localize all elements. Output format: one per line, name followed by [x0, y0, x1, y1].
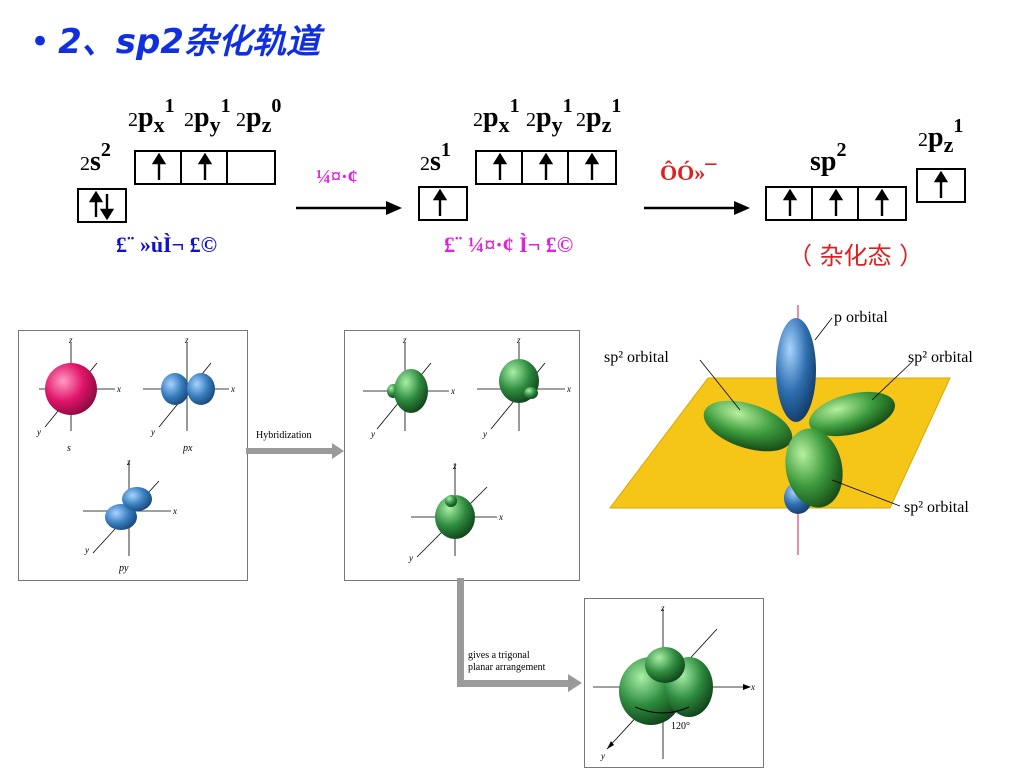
page-title: •2、sp2杂化轨道 [30, 14, 320, 63]
sp2-orbital-label-right: sp² orbital [908, 349, 973, 366]
axis-label: x [116, 384, 121, 394]
ground-state-label: £¨ »ùÌ¬ £© [116, 232, 218, 257]
excited-s-box [418, 186, 468, 221]
svg-text:y: y [482, 429, 487, 439]
ground-py-notation: 2py1 [184, 95, 231, 137]
angle-label: 120° [671, 721, 690, 732]
py-orbital-label: py [118, 563, 129, 574]
svg-text:x: x [566, 384, 571, 394]
excitation-arrow [296, 201, 402, 215]
ground-s-box [77, 188, 127, 223]
hybridization-gray-arrow [246, 443, 344, 459]
orbital-cell [79, 190, 125, 221]
orbital-cell [813, 188, 859, 219]
excited-px-notation: 2px1 [473, 95, 520, 137]
orbital-cell [182, 152, 228, 183]
sp2-orbital-label-bottom: sp² orbital [904, 499, 969, 516]
excited-pz-notation: 2pz1 [576, 95, 622, 137]
s-orbital: z x y s [36, 335, 121, 454]
svg-text:z: z [452, 461, 457, 471]
s-orbital-label: s [67, 443, 71, 454]
hybrid-orbitals-panel: z x y z x y z x y [344, 330, 580, 581]
title-bullet: • [30, 22, 51, 62]
arrow2-label: ÔÓ»¯ [660, 160, 717, 185]
sp2-lobe-left [703, 400, 793, 452]
axis-label: y [36, 427, 41, 437]
hybrid-orbitals-figure: z x y z x y z x y [363, 335, 571, 563]
svg-text:y: y [150, 427, 155, 437]
svg-text:y: y [600, 751, 605, 761]
orbital-cell [228, 152, 274, 183]
sp2-hybrid-2: z x y [477, 335, 571, 439]
ground-s-notation: 2s2 [80, 139, 111, 177]
svg-text:y: y [408, 553, 413, 563]
excited-s-notation: 2s1 [420, 139, 451, 177]
svg-text:y: y [370, 429, 375, 439]
title-text: 2、sp2杂化轨道 [58, 22, 320, 62]
svg-text:z: z [660, 603, 665, 613]
svg-text:z: z [184, 335, 189, 345]
hybrid-sp2-boxes [765, 186, 907, 221]
excited-p-boxes [475, 150, 617, 185]
arrow1-label: ¼¤·¢ [316, 166, 358, 188]
svg-text:y: y [84, 545, 89, 555]
atomic-orbitals-figure: z x y s z x y px z x y py [36, 335, 235, 574]
py-orbital: z x y py [83, 457, 177, 574]
orbital-cell [523, 152, 569, 183]
excited-py-notation: 2py1 [526, 95, 573, 137]
svg-text:z: z [126, 457, 131, 467]
orbital-cell [767, 188, 813, 219]
axis-label: z [68, 335, 73, 345]
trigonal-planar-panel: z x y 120° [584, 598, 764, 768]
svg-text:x: x [230, 384, 235, 394]
trigonal-planar-figure: z x y 120° [593, 603, 755, 761]
orbital-cell [136, 152, 182, 183]
orbital-cell [859, 188, 905, 219]
svg-text:z: z [516, 335, 521, 345]
sp2-lobe-right [809, 391, 895, 437]
hybridization-arrow [644, 201, 750, 215]
orbital-cell [420, 188, 466, 219]
p-orbital-label: p orbital [834, 309, 888, 326]
ground-p-boxes [134, 150, 276, 185]
hybridization-label: Hybridization [256, 430, 312, 441]
svg-text:x: x [498, 512, 503, 522]
excited-state-label: £¨ ¼¤·¢ Ì¬ £© [444, 232, 574, 257]
svg-text:x: x [172, 506, 177, 516]
ground-pz-notation: 2pz0 [236, 95, 282, 137]
sp2-hybrid-3: z x y [408, 461, 503, 563]
px-orbital: z x y px [143, 335, 235, 454]
trigonal-gray-arrow [457, 578, 582, 692]
sp2-hybrid-1: z x y [363, 335, 455, 439]
hybrid-pz-notation: 2pz1 [918, 115, 964, 157]
svg-text:z: z [402, 335, 407, 345]
sp2-lobe-front [785, 428, 843, 508]
orbital-cell [918, 170, 964, 201]
trigonal-caption: gives a trigonal planar arrangement [468, 650, 546, 673]
ground-px-notation: 2px1 [128, 95, 175, 137]
px-orbital-label: px [182, 443, 193, 454]
orbital-cell [477, 152, 523, 183]
svg-text:x: x [750, 682, 755, 692]
sp2-orbital-label-left: sp² orbital [604, 349, 669, 366]
orbital-cell [569, 152, 615, 183]
hybrid-pz-box [916, 168, 966, 203]
hybrid-sp2-notation: sp2 [810, 139, 847, 177]
p-orbital-lobe [776, 318, 816, 422]
sp2-plane-figure: p orbital sp² orbital sp² orbital sp² or… [604, 305, 973, 555]
atomic-orbitals-panel: z x y s z x y px z x y py [18, 330, 248, 581]
svg-text:x: x [450, 386, 455, 396]
hybrid-state-label: （ 杂化态 ） [788, 242, 924, 270]
